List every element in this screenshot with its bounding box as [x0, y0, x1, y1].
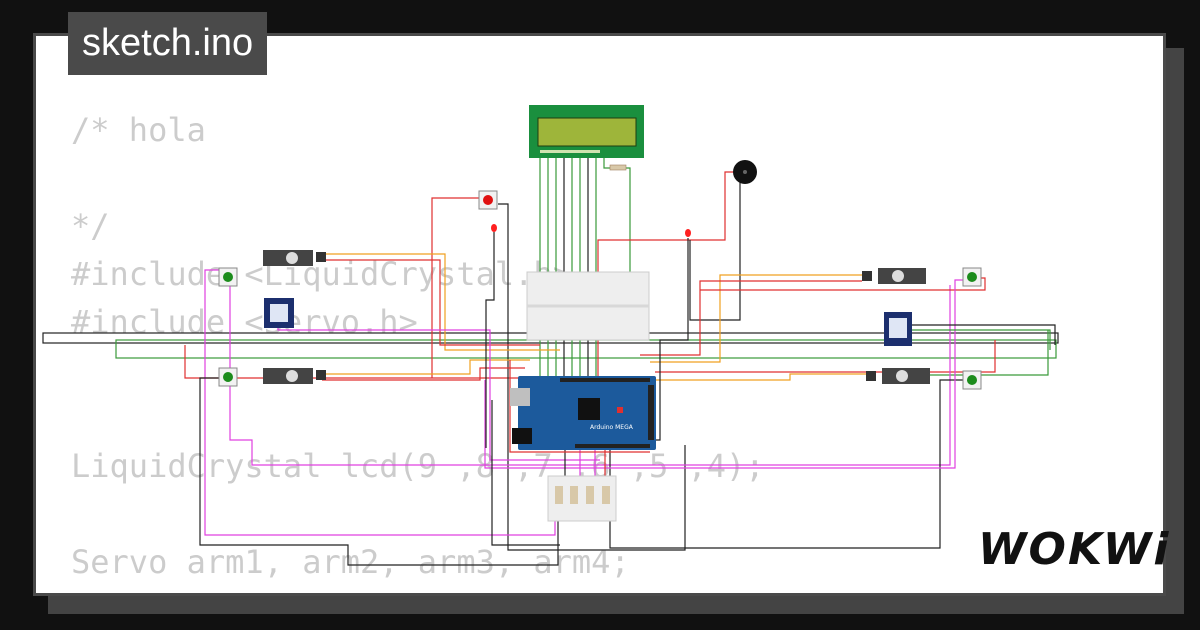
wire-pir: [912, 324, 1056, 345]
wire-buzzer-gnd: [689, 178, 741, 321]
resistor: [586, 486, 594, 504]
push-button-green: [218, 367, 238, 387]
resistor: [570, 486, 578, 504]
buzzer-center: [743, 170, 747, 174]
wire-servo: [322, 253, 560, 351]
servo-connector: [316, 370, 326, 380]
wire-servo: [650, 274, 862, 363]
mcu-chip: [578, 398, 600, 420]
wire-servo: [640, 280, 862, 356]
code-line: /* hola: [71, 111, 206, 149]
wire-led: [485, 232, 495, 448]
arduino-mega-board: Arduino MEGA: [510, 376, 656, 450]
wire-lower: [491, 400, 560, 546]
wire-green-right: [930, 330, 1049, 376]
project-title: sketch.ino: [68, 12, 268, 75]
wire-red-button: [431, 197, 480, 378]
led-red: [491, 224, 497, 232]
wire-magenta: [484, 279, 965, 469]
code-line: #include <Servo.h>: [71, 303, 418, 341]
pir-dome: [889, 318, 907, 338]
wire-magenta: [204, 269, 556, 536]
wire-black-loop: [199, 377, 559, 566]
header-pins-top: [560, 378, 650, 382]
pir-sensor: [264, 298, 294, 328]
code-line: LiquidCrystal lcd(9 ,8 ,7 ,6 ,5 ,4);: [71, 447, 765, 485]
button-cap: [967, 375, 977, 385]
led-body: [491, 224, 497, 232]
servo-motor: [866, 368, 930, 384]
wire-red-left: [184, 345, 525, 379]
wire-red-button-gnd: [498, 203, 686, 551]
wire-servo: [655, 373, 866, 381]
wire-black-loop: [609, 379, 965, 549]
code-watermark: /* hola */ #include <LiquidCrystal.h> #i…: [71, 106, 765, 586]
wire-servo: [322, 359, 530, 375]
servo-horn: [286, 252, 298, 264]
pir-dome: [270, 304, 288, 322]
servo-motor: [862, 268, 926, 284]
power-jack: [512, 428, 532, 444]
pir-sensor: [884, 312, 912, 346]
header-pins-bottom: [575, 444, 650, 448]
servo-connector: [866, 371, 876, 381]
code-line: */: [71, 207, 110, 245]
button-cap: [483, 195, 493, 205]
resistor: [609, 164, 627, 171]
servo-motor: [263, 250, 326, 266]
resistor: [602, 486, 610, 504]
push-button-green: [962, 267, 982, 287]
usb-port: [510, 388, 530, 406]
push-button-green: [962, 370, 982, 390]
led-red: [685, 229, 691, 237]
servo-horn: [896, 370, 908, 382]
button-cap: [223, 372, 233, 382]
push-button-green: [218, 267, 238, 287]
wire-network: [199, 158, 1056, 566]
reset-button: [617, 407, 623, 413]
lcd-pins: [540, 150, 600, 153]
push-button-red: [478, 190, 498, 210]
servo-horn: [286, 370, 298, 382]
button-cap: [967, 272, 977, 282]
led-body: [685, 229, 691, 237]
wire-servo: [322, 259, 540, 346]
board-label: Arduino MEGA: [590, 424, 634, 431]
lcd-display: [529, 105, 644, 158]
resistor: [555, 486, 563, 504]
wire-red-right: [655, 340, 996, 373]
servo-motor: [263, 368, 326, 384]
code-line: Servo arm1, arm2, arm3, arm4;: [71, 543, 630, 581]
servo-connector: [862, 271, 872, 281]
wire-pir: [912, 329, 1051, 350]
servo-horn: [892, 270, 904, 282]
wokwi-logo: WOKWi: [978, 524, 1171, 575]
header-pins-side: [648, 385, 654, 440]
lcd-screen: [537, 117, 637, 147]
wire-red-button-right: [700, 277, 986, 291]
wire-magenta: [229, 285, 951, 466]
button-cap: [223, 272, 233, 282]
servo-connector: [316, 252, 326, 262]
wire-servo: [322, 367, 525, 381]
